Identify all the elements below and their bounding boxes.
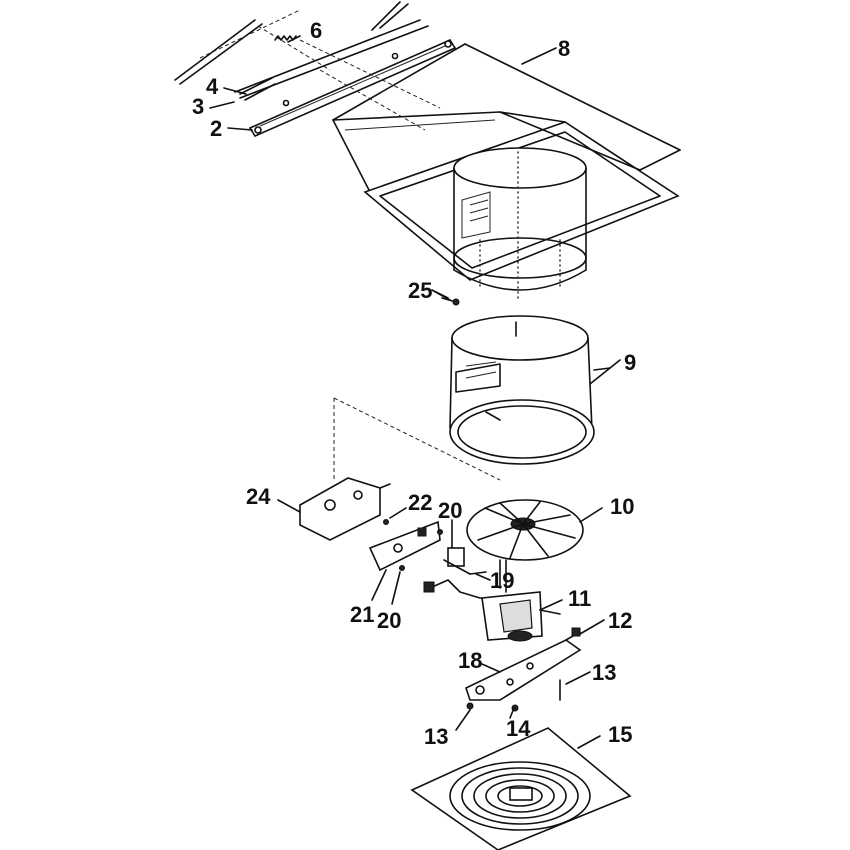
fan-wheel — [466, 499, 584, 561]
construction-line — [333, 397, 501, 481]
blower-scroll — [449, 315, 611, 465]
callout-13-right: 13 — [592, 660, 616, 685]
callout-20-upper: 20 — [438, 498, 462, 523]
motor — [481, 591, 561, 642]
callout-8: 8 — [558, 36, 570, 61]
callout-21: 21 — [350, 602, 374, 627]
motor-plate — [465, 627, 582, 712]
callout-22: 22 — [408, 490, 432, 515]
callout-19: 19 — [490, 568, 514, 593]
callout-4: 4 — [206, 74, 219, 99]
mounting-plate — [368, 519, 443, 572]
callout-13-left: 13 — [424, 724, 448, 749]
mounting-rails — [174, 1, 456, 137]
callout-9: 9 — [624, 350, 636, 375]
callout-18: 18 — [458, 648, 482, 673]
callout-25: 25 — [408, 278, 432, 303]
callout-20-lower: 20 — [377, 608, 401, 633]
bracket-24 — [299, 477, 391, 541]
callout-14: 14 — [506, 716, 531, 741]
motor-cord-assembly — [423, 547, 507, 601]
callout-24: 24 — [246, 484, 271, 509]
callout-15: 15 — [608, 722, 632, 747]
callout-3: 3 — [192, 94, 204, 119]
housing — [332, 43, 681, 301]
callout-2: 2 — [210, 116, 222, 141]
callout-6: 6 — [310, 18, 322, 43]
leader-lines — [209, 35, 621, 749]
callout-11: 11 — [568, 586, 591, 611]
grille — [410, 727, 632, 850]
callout-10: 10 — [610, 494, 634, 519]
callout-12: 12 — [608, 608, 632, 633]
